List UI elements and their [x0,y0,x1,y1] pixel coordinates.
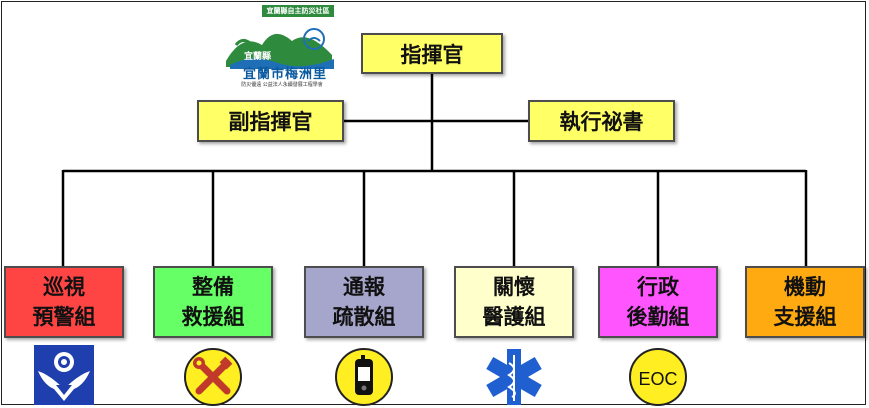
logo-name: 宜蘭市梅洲里 [242,67,327,82]
group-box-admin-logistics: 行政 後勤組 [598,266,718,338]
mobile-phone-icon [335,348,393,406]
logo-motto: 防災優遠 公益法人永續發展工程學會 [241,82,323,88]
group-line1: 整備 [192,275,234,299]
executive-secretary-box: 執行祕書 [528,100,675,142]
tools-icon [184,348,242,406]
group-line2: 預警組 [32,305,96,329]
eoc-icon: EOC [629,348,687,406]
police-emblem-icon [34,345,94,405]
svg-text:宜蘭縣: 宜蘭縣 [244,50,271,62]
group-line2: 醫護組 [482,305,546,329]
logo-banner: 宜蘭縣自主防災社區 [262,5,334,17]
group-line2: 後勤組 [626,305,690,329]
group-line1: 機動 [784,275,826,299]
group-box-notification-evacuation: 通報 疏散組 [304,266,424,338]
group-line2: 疏散組 [332,305,396,329]
group-line1: 關懷 [493,275,535,299]
logo-landscape-icon: 宜蘭縣 [226,28,334,69]
star-of-life-icon [486,349,542,405]
group-line2: 支援組 [773,305,837,329]
group-line2: 救援組 [181,305,245,329]
group-box-mobile-support: 機動 支援組 [745,266,865,338]
commander-box: 指揮官 [361,33,503,74]
community-logo: 宜蘭縣自主防災社區 宜蘭縣 宜蘭市梅洲里 防災優遠 公益法人永續發展工程學會 [222,3,340,89]
group-line1: 行政 [637,275,679,299]
group-line1: 巡視 [43,275,85,299]
deputy-commander-box: 副指揮官 [197,100,344,142]
group-box-patrol-warning: 巡視 預警組 [4,266,124,338]
eoc-label: EOC [638,369,677,389]
group-box-preparation-rescue: 整備 救援組 [153,266,273,338]
group-box-care-medical: 關懷 醫護組 [454,266,574,338]
group-line1: 通報 [343,275,385,299]
